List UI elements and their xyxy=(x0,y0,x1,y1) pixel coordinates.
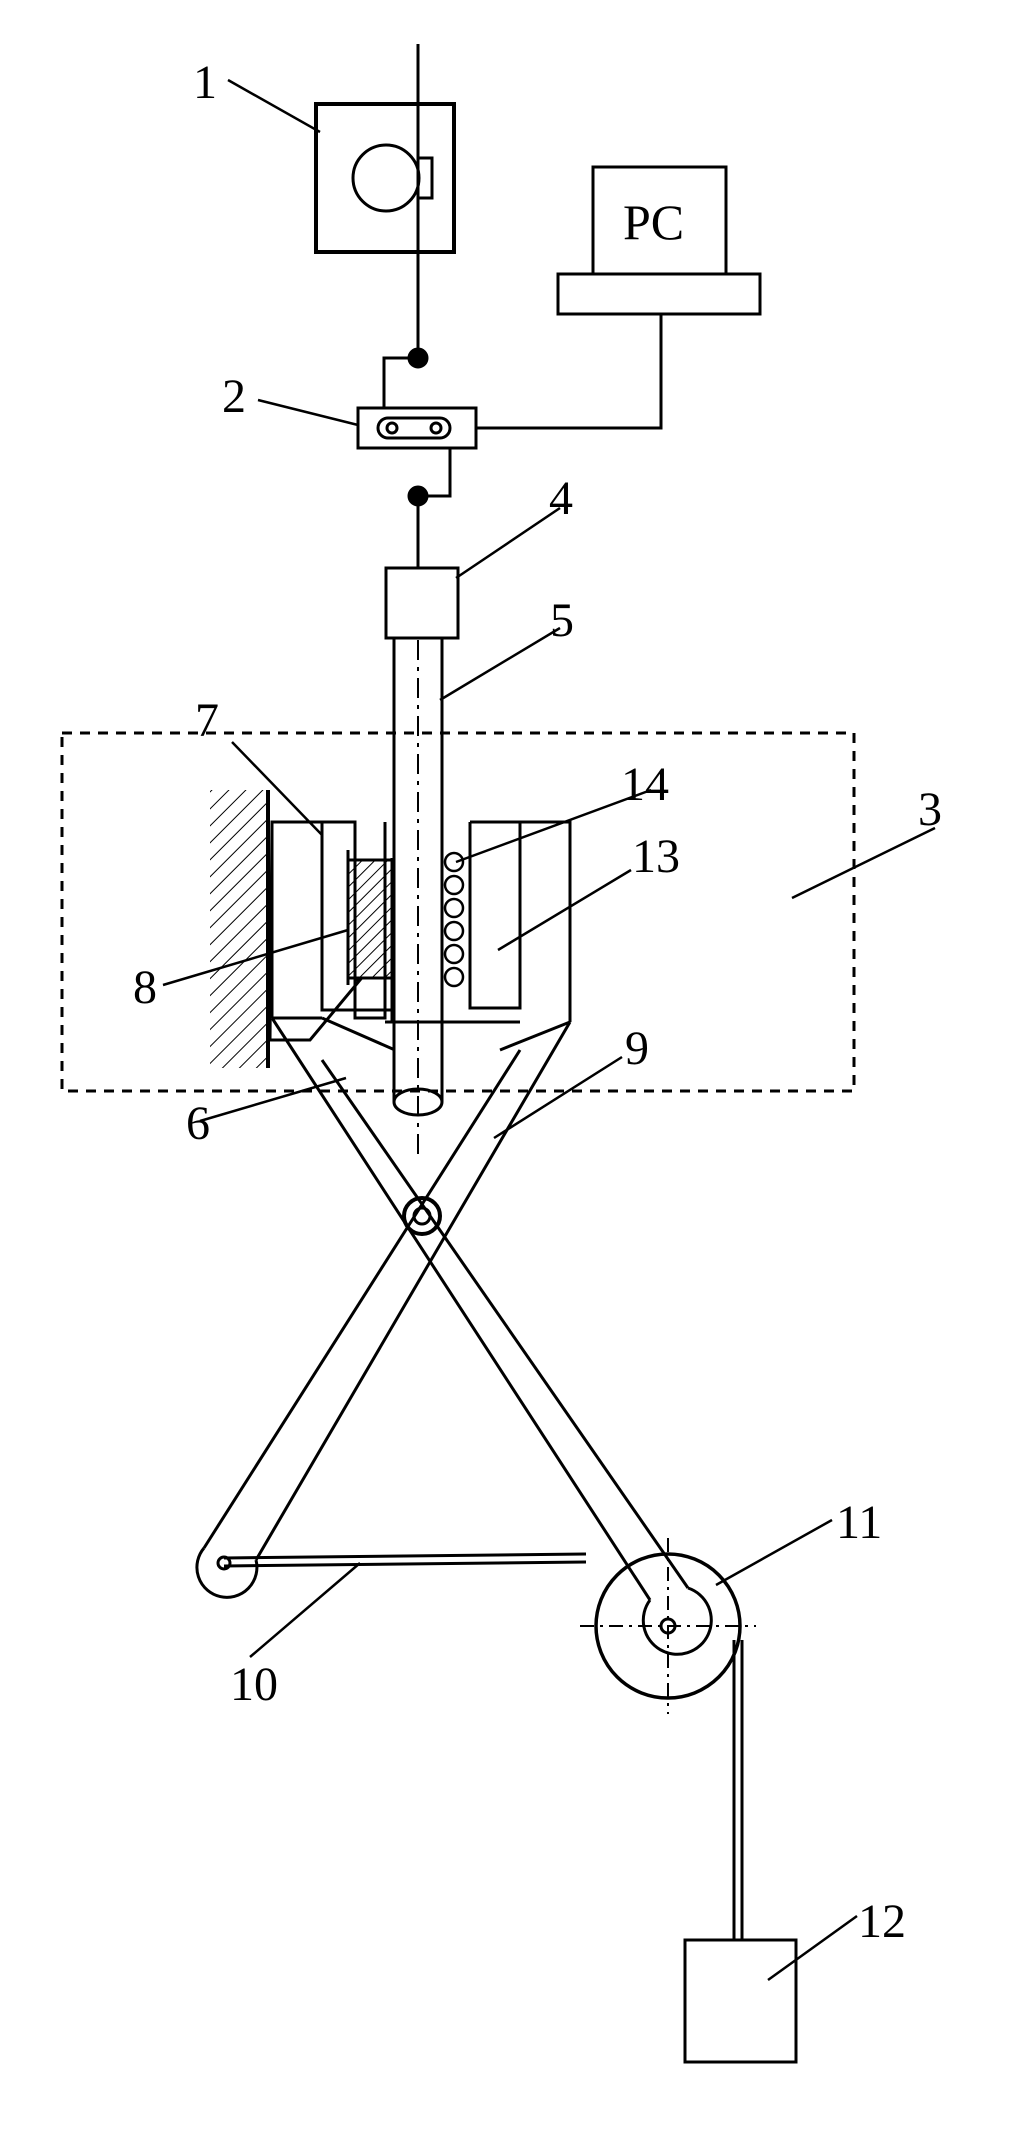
label-2: 2 xyxy=(222,370,246,423)
scissor-arm-6 xyxy=(270,1016,690,1601)
label-8: 8 xyxy=(133,961,157,1014)
lower-wire xyxy=(407,448,452,568)
label-4: 4 xyxy=(549,472,573,525)
leader-lines xyxy=(162,78,936,1982)
pulley xyxy=(580,1538,756,1714)
grip-housing xyxy=(270,820,572,1022)
label-10: 10 xyxy=(230,1658,278,1711)
ball-bearings xyxy=(443,851,465,988)
cord xyxy=(223,1552,587,1568)
pc-computer xyxy=(556,165,762,316)
label-11: 11 xyxy=(836,1496,882,1549)
fixture-taper xyxy=(321,1016,571,1052)
label-12: 12 xyxy=(858,1895,906,1948)
wall-hatch xyxy=(210,790,268,1068)
pc-cable xyxy=(476,314,663,430)
pc-label: PC xyxy=(623,194,684,250)
label-3: 3 xyxy=(918,783,942,836)
left-pin xyxy=(195,1547,259,1599)
hanging-cord xyxy=(732,1640,744,1940)
clamp-block xyxy=(384,566,460,640)
label-13: 13 xyxy=(632,830,680,883)
label-6: 6 xyxy=(186,1097,210,1150)
load-cell xyxy=(356,406,478,450)
dashed-enclosure xyxy=(60,731,856,1093)
friction-pad xyxy=(346,858,394,980)
label-9: 9 xyxy=(625,1022,649,1075)
label-14: 14 xyxy=(621,758,669,811)
label-5: 5 xyxy=(550,594,574,647)
label-1: 1 xyxy=(193,56,217,109)
upper-wire xyxy=(382,44,429,408)
motor-box xyxy=(314,102,456,254)
pivot-pin xyxy=(402,1196,442,1236)
label-7: 7 xyxy=(195,694,219,747)
scissor-arm-9 xyxy=(202,1010,572,1561)
weight-block xyxy=(683,1938,798,2064)
rod xyxy=(392,638,444,1160)
